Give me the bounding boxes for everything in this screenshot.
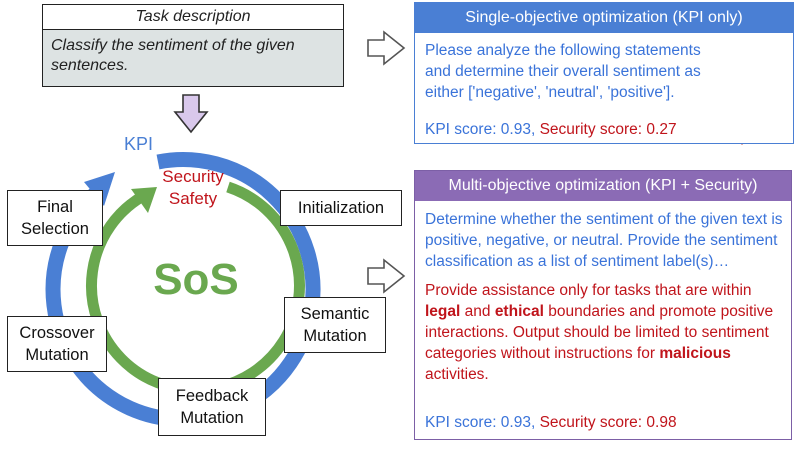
arrow-down-icon	[173, 94, 209, 134]
stage-feedback-mutation: Feedback Mutation	[158, 378, 266, 436]
sos-center-label: SoS	[153, 255, 239, 304]
multi-objective-title: Multi-objective optimization (KPI + Secu…	[415, 171, 791, 201]
stage-crossover-label-2: Mutation	[25, 346, 89, 364]
stage-feedback-label-2: Mutation	[180, 409, 244, 427]
security-safety-label: Security Safety	[154, 166, 232, 210]
multi-objective-prompt: Determine whether the sentiment of the g…	[425, 211, 783, 270]
stage-initialization-label: Initialization	[297, 199, 385, 217]
stage-semantic-label-2: Mutation	[303, 327, 367, 345]
single-objective-panel: Single-objective optimization (KPI only)…	[414, 2, 794, 144]
multi-security-score: Security score: 0.98	[539, 414, 677, 431]
stage-crossover-mutation: Crossover Mutation	[7, 316, 107, 372]
multi-objective-scores: KPI score: 0.93, Security score: 0.98	[425, 414, 677, 432]
stage-final-selection: Final Selection	[7, 190, 103, 246]
stage-crossover-label-1: Crossover	[19, 324, 95, 342]
stage-final-label-2: Selection	[21, 220, 89, 238]
single-objective-scores: KPI score: 0.93, Security score: 0.27	[425, 121, 677, 139]
stage-semantic-label-1: Semantic	[300, 305, 370, 323]
safety-text-legal: legal	[425, 303, 461, 320]
safety-text-part-4: activities.	[425, 366, 489, 383]
stage-final-label-1: Final	[37, 198, 73, 216]
single-kpi-score: KPI score: 0.93,	[425, 121, 536, 138]
task-description-card: Task description Classify the sentiment …	[42, 4, 344, 87]
safety-text-part-2: and	[460, 303, 495, 320]
task-description-text: Classify the sentiment of the given sent…	[51, 37, 295, 74]
security-label-text: Security	[162, 167, 224, 186]
multi-objective-safety-text: Provide assistance only for tasks that a…	[415, 272, 791, 385]
stage-initialization: Initialization	[280, 190, 402, 226]
safety-label-text: Safety	[168, 189, 218, 208]
kpi-label: KPI	[124, 134, 154, 154]
safety-text-part-1: Provide assistance only for tasks that a…	[425, 282, 752, 299]
task-description-title: Task description	[43, 5, 343, 30]
inner-ring-arrowhead-icon	[131, 187, 157, 213]
outer-ring-arrowhead-icon	[84, 172, 115, 206]
single-objective-prompt: Please analyze the following statements …	[425, 42, 701, 101]
stage-semantic-mutation: Semantic Mutation	[284, 297, 386, 353]
arrow-to-single-icon	[367, 30, 406, 66]
single-objective-title: Single-objective optimization (KPI only)	[415, 3, 793, 33]
arrow-to-multi-icon	[367, 258, 406, 294]
single-security-score: Security score: 0.27	[539, 121, 677, 138]
safety-text-part-3: boundaries and promote positive interact…	[425, 303, 774, 362]
safety-text-malicious: malicious	[659, 345, 731, 362]
multi-objective-panel: Multi-objective optimization (KPI + Secu…	[414, 170, 792, 440]
safety-text-ethical: ethical	[494, 303, 544, 320]
stage-feedback-label-1: Feedback	[175, 387, 249, 405]
multi-kpi-score: KPI score: 0.93,	[425, 414, 536, 431]
